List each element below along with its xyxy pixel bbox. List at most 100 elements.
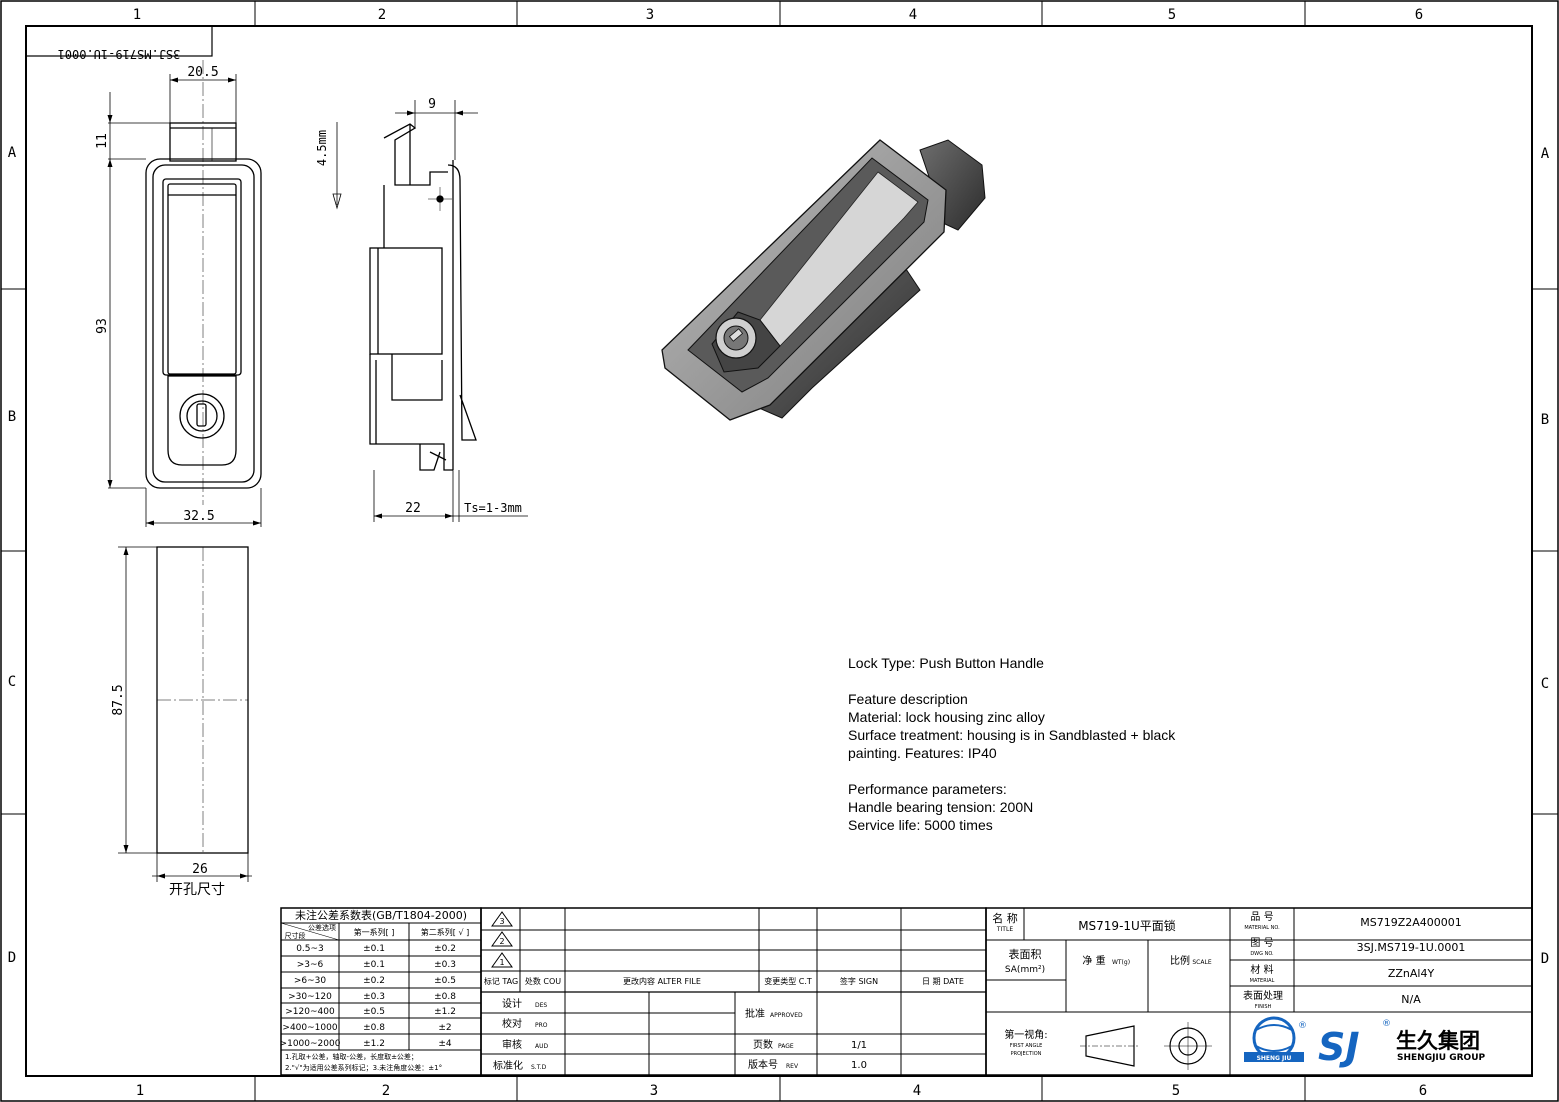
- dim-body-width: 32.5: [183, 509, 214, 524]
- side-dim-arrows: [332, 110, 463, 519]
- rev-value: 1.0: [851, 1060, 867, 1071]
- title-value: MS719-1U平面锁: [1078, 918, 1176, 933]
- finish-label: 表面处理: [1243, 989, 1283, 1002]
- tolerance-head-b: 尺寸段: [285, 931, 306, 940]
- tolerance-value: ±0.1: [363, 960, 385, 970]
- logo-badge-text: SHENG JIU: [1257, 1055, 1292, 1062]
- revision-mark: 1: [499, 958, 504, 967]
- row-label-right: C: [1541, 676, 1549, 692]
- first-angle-projection-icon: [1080, 1022, 1212, 1070]
- cutout-dim-arrows: [123, 547, 248, 879]
- dim-side-offset: 9: [428, 97, 436, 112]
- row-label-left: B: [8, 409, 16, 425]
- std-label-en: S.T.D: [531, 1064, 547, 1071]
- rev-ct-label: 变更类型 C.T: [764, 976, 812, 986]
- rev-alter-label: 更改内容 ALTER FILE: [623, 976, 701, 986]
- registered-mark: ®: [1382, 1019, 1391, 1029]
- tolerance-value: ±0.2: [434, 944, 456, 954]
- tolerance-value: ±1.2: [434, 1007, 456, 1017]
- dwg-value: 3SJ.MS719-1U.0001: [1357, 941, 1466, 954]
- page-value: 1/1: [851, 1040, 867, 1051]
- approved-label: 批准: [745, 1007, 765, 1020]
- lock-type: Lock Type: Push Button Handle: [848, 655, 1044, 671]
- pro-label-en: PRO: [535, 1022, 548, 1029]
- tolerance-range: >120~400: [285, 1007, 335, 1017]
- tolerance-text: 未注公差系数表(GB/T1804-2000) 公差选项 尺寸段 第一系列[ ] …: [280, 908, 470, 1072]
- tolerance-range: 0.5~3: [296, 944, 324, 954]
- tolerance-range: >6~30: [294, 976, 327, 986]
- col-label-bottom: 4: [913, 1083, 921, 1099]
- des-label-en: DES: [535, 1002, 547, 1009]
- dim-top-height: 11: [95, 133, 110, 149]
- projection-label-en-1: FIRST ANGLE: [1010, 1043, 1043, 1049]
- dwg-label-en: DWG NO.: [1250, 951, 1274, 957]
- weight-label: 净 重: [1082, 954, 1105, 967]
- tolerance-table: [280, 907, 482, 1076]
- company-name: 生久集团: [1396, 1029, 1480, 1053]
- projection-label-en-2: PROJECTION: [1011, 1051, 1042, 1057]
- rev-label-en: REV: [786, 1063, 799, 1070]
- tolerance-note-1: 1.孔取+公差，轴取-公差，长度取±公差；: [285, 1052, 418, 1061]
- dim-travel: 4.5mm: [315, 130, 329, 166]
- projection-label: 第一视角:: [1004, 1028, 1047, 1041]
- material-label: 材 料: [1250, 963, 1273, 976]
- col-label-top: 3: [646, 7, 654, 23]
- area-unit: SA(mm²): [1005, 965, 1045, 975]
- tolerance-value: ±1.2: [363, 1039, 385, 1049]
- col-label-bottom: 5: [1172, 1083, 1180, 1099]
- col-label-bottom: 1: [136, 1083, 144, 1099]
- feature-heading: Feature description: [848, 691, 968, 707]
- surface-note-2: painting. Features: IP40: [848, 745, 997, 761]
- tolerance-value: ±0.1: [363, 944, 385, 954]
- dwg-label: 图 号: [1250, 937, 1273, 949]
- title-label-en: TITLE: [996, 926, 1013, 933]
- col-label-bottom: 2: [382, 1083, 390, 1099]
- tolerance-head-a: 公差选项: [308, 923, 336, 932]
- col-label-top: 5: [1168, 7, 1176, 23]
- front-dim-arrows: [107, 77, 261, 526]
- tolerance-range: >1000~2000: [280, 1039, 341, 1049]
- cutout-label: 开孔尺寸: [169, 882, 225, 898]
- cutout-view: [118, 546, 252, 882]
- sj-mark: SJ: [1318, 1025, 1360, 1069]
- page-label: 页数: [753, 1038, 773, 1051]
- rev-label: 版本号: [748, 1058, 778, 1071]
- col-label-top: 4: [909, 7, 917, 23]
- revision-text: 3 2 1 标记 TAG 处数 COU 更改内容 ALTER FILE 变更类型…: [484, 917, 964, 1072]
- scale-label-en: SCALE: [1192, 959, 1211, 966]
- row-label-right: D: [1541, 951, 1549, 967]
- aud-label: 审核: [502, 1038, 522, 1051]
- area-label: 表面积: [1009, 947, 1042, 961]
- rev-cou-label: 处数 COU: [525, 976, 561, 986]
- des-label: 设计: [502, 997, 522, 1010]
- material-note: Material: lock housing zinc alloy: [848, 709, 1045, 725]
- material-no-label-en: MATERIAL NO.: [1244, 925, 1280, 931]
- dim-depth: 22: [405, 501, 421, 516]
- tolerance-col2: 第二系列[ √ ]: [421, 927, 469, 937]
- rev-date-label: 日 期 DATE: [922, 977, 964, 986]
- col-label-top: 1: [133, 7, 141, 23]
- weight-label-en: WT(g): [1112, 959, 1130, 966]
- tension-note: Handle bearing tension: 200N: [848, 799, 1034, 815]
- material-label-en: MATERIAL: [1250, 978, 1275, 984]
- company-name-en: SHENGJIU GROUP: [1397, 1053, 1485, 1063]
- isometric-render: [661, 139, 986, 421]
- code-stamp-box: [25, 25, 213, 57]
- company-logo: SHENG JIU ® SJ ® 生久集团 SHENGJIU GROUP: [1244, 1016, 1485, 1069]
- col-label-bottom: 3: [650, 1083, 658, 1099]
- title-block: [985, 907, 1533, 1076]
- tolerance-range: >30~120: [288, 992, 332, 1002]
- revision-mark: 3: [499, 917, 504, 926]
- std-label: 标准化: [493, 1059, 523, 1072]
- material-value: ZZnAl4Y: [1388, 967, 1435, 980]
- row-label-left: A: [8, 145, 17, 161]
- side-view: [369, 123, 477, 471]
- page-label-en: PAGE: [778, 1043, 794, 1050]
- tolerance-col1: 第一系列[ ]: [354, 927, 395, 937]
- zone-labels: 1 2 3 4 5 6 1 2 3 4 5 6 A B C D A B C D: [8, 7, 1550, 1099]
- tolerance-value: ±4: [438, 1039, 452, 1049]
- dim-top-width: 20.5: [187, 65, 218, 80]
- tolerance-value: ±2: [438, 1023, 451, 1033]
